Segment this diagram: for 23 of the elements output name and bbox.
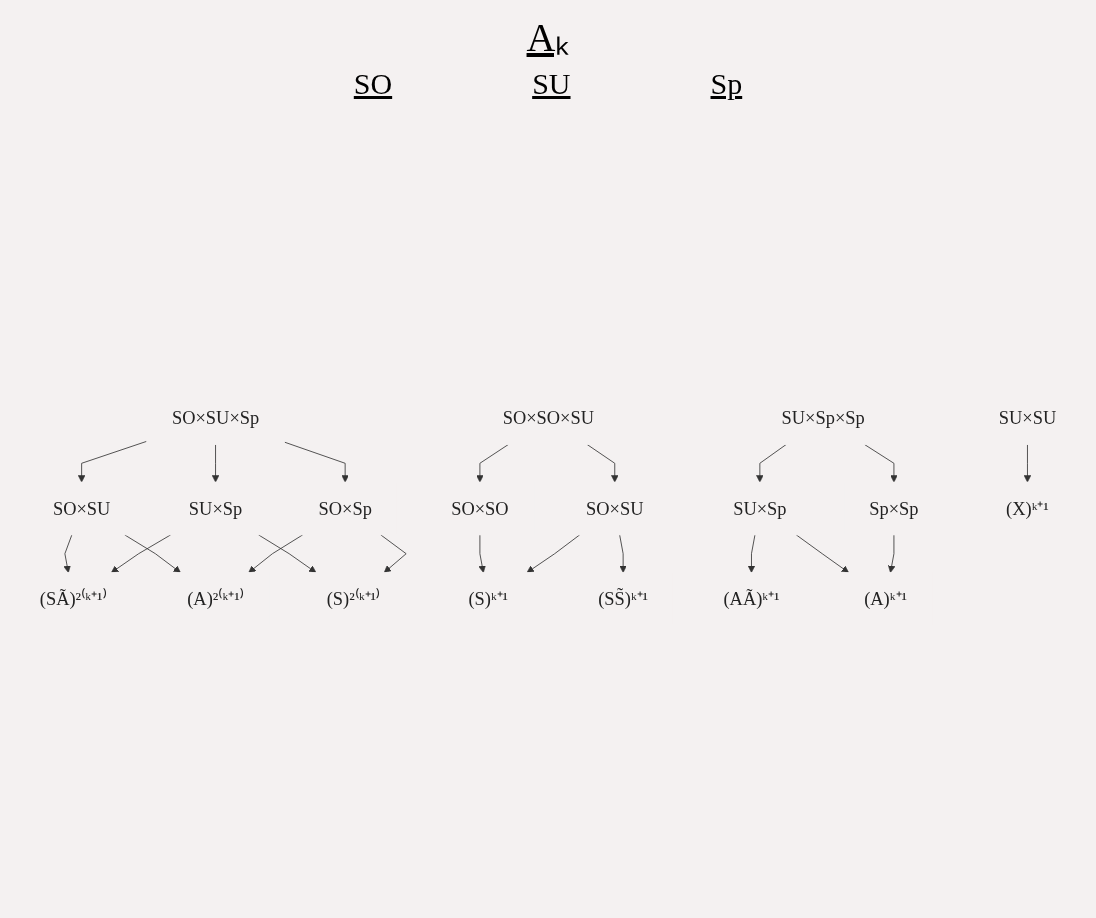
node-text: (X)ᵏ⁺¹ bbox=[1006, 498, 1049, 519]
node-text: (A)²⁽ᵏ⁺¹⁾ bbox=[187, 588, 244, 610]
column-heading: Sp bbox=[710, 67, 743, 101]
node-text: (S)ᵏ⁺¹ bbox=[468, 588, 509, 610]
column-heading: SU bbox=[532, 67, 571, 101]
column-heading: SO bbox=[353, 67, 393, 101]
node-text: SU×SU bbox=[998, 407, 1057, 429]
node-text: (SS̃)ᵏ⁺¹ bbox=[598, 588, 649, 610]
node-text: SO×Sp bbox=[318, 498, 372, 519]
node-text: SO×SU bbox=[586, 498, 644, 519]
diagram-title: Aₖ bbox=[526, 14, 570, 62]
node-text: (SÃ)²⁽ᵏ⁺¹⁾ bbox=[39, 588, 107, 610]
node-text: SU×Sp bbox=[733, 498, 787, 519]
node-text: SO×SO bbox=[451, 498, 509, 519]
node-text: SU×Sp bbox=[188, 498, 243, 519]
node-text: SO×SO×SU bbox=[502, 407, 595, 429]
node-text: SU×Sp×Sp bbox=[781, 407, 865, 429]
node-text: (AÃ)ᵏ⁺¹ bbox=[723, 588, 780, 610]
node-text: SO×SU×Sp bbox=[171, 407, 260, 429]
node-text: Sp×Sp bbox=[869, 498, 919, 519]
node-text: SO×SU bbox=[52, 498, 111, 519]
node-text: (S)²⁽ᵏ⁺¹⁾ bbox=[326, 588, 381, 610]
node-text: (A)ᵏ⁺¹ bbox=[864, 588, 907, 610]
